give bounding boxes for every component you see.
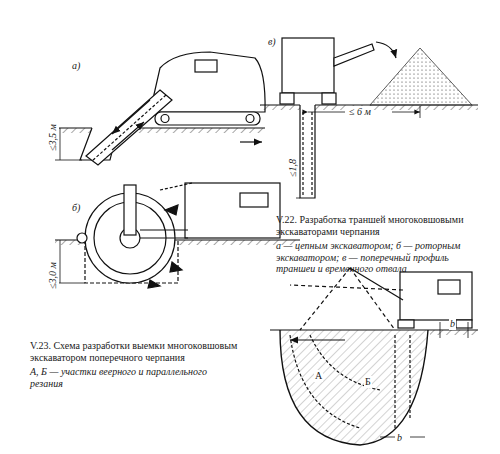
- caption-legend: А, Б — участки веерного и параллельного …: [30, 366, 240, 389]
- dimension: ≤1,8: [287, 158, 299, 178]
- dimension: ≤3,0 м: [47, 261, 59, 290]
- zone-letter: Б: [364, 376, 372, 388]
- panel-letter: в): [268, 36, 276, 48]
- panel-letter: б): [72, 202, 80, 214]
- figure-caption: V.23. Схема разработки выемки многоковшо…: [30, 340, 240, 363]
- dimension-letter: b: [396, 432, 403, 444]
- panel-letter: а): [72, 60, 80, 72]
- dimension: ≤ 6 м: [348, 106, 372, 118]
- figure-caption: V.22. Разработка траншей многоковшовыми …: [276, 214, 481, 237]
- caption-legend: а — цепным экскаватором; б — роторным эк…: [276, 240, 481, 275]
- dimension: ≤3,5 м: [47, 123, 59, 152]
- dimension-letter: b: [449, 318, 456, 330]
- zone-letter: А: [314, 370, 323, 382]
